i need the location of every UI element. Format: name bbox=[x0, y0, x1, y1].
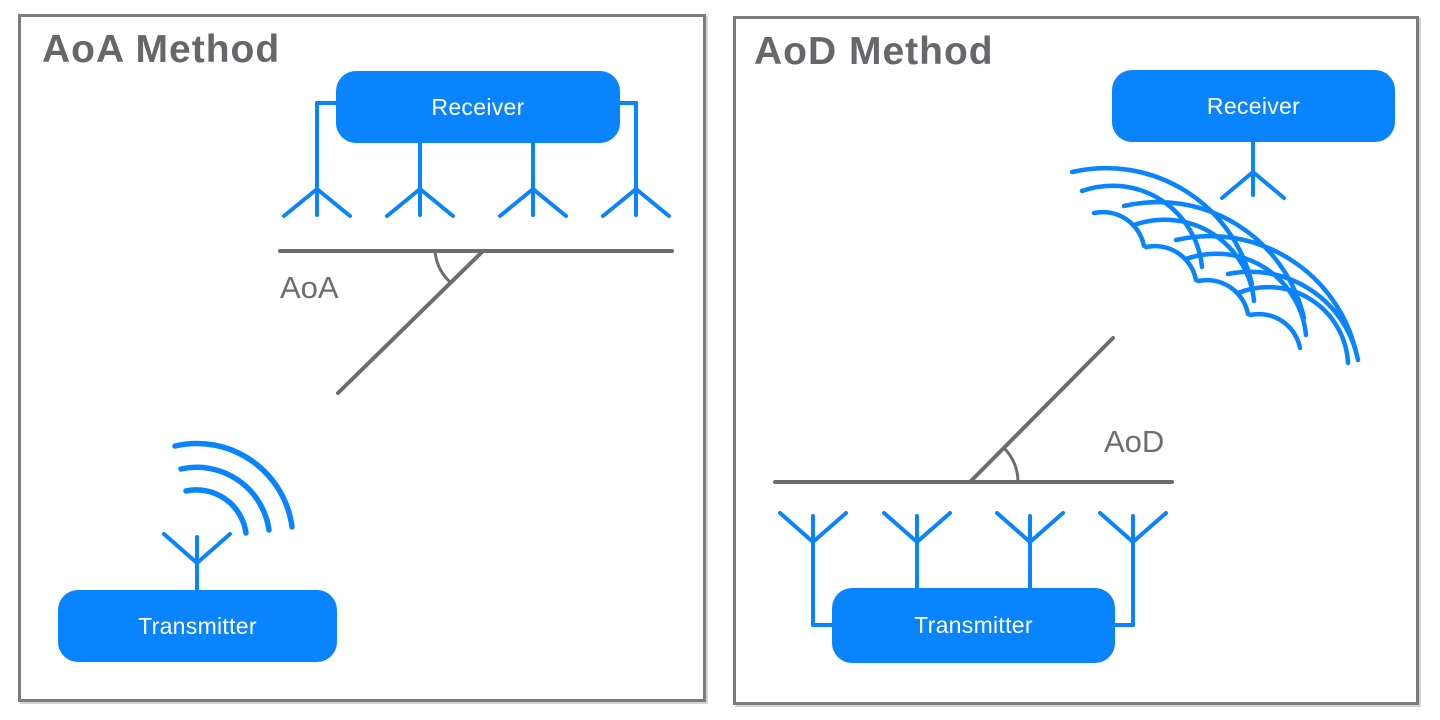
aod-angle-label: AoD bbox=[1104, 424, 1165, 459]
aoa-transmitter-box: Transmitter bbox=[58, 590, 337, 662]
aoa-panel-title: AoA Method bbox=[42, 28, 281, 71]
aoa-receiver-box: Receiver bbox=[336, 71, 620, 143]
aod-panel-title: AoD Method bbox=[754, 30, 994, 73]
aod-transmitter-box: Transmitter bbox=[832, 588, 1115, 663]
aod-receiver-box: Receiver bbox=[1112, 70, 1395, 142]
aoa-angle-label: AoA bbox=[280, 270, 339, 305]
